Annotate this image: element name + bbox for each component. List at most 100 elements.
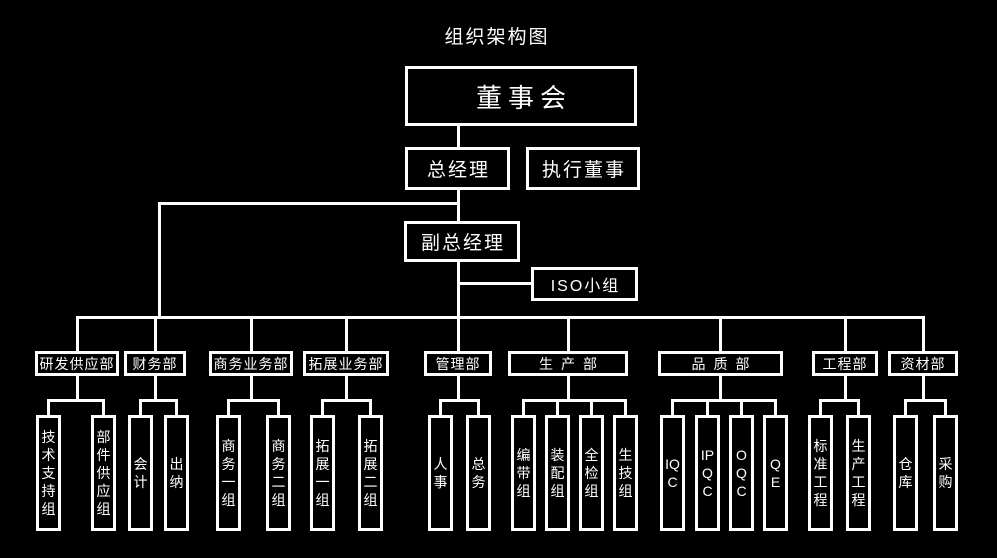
group-node-parts-supply: 部件供应组 <box>91 415 116 531</box>
connector-line <box>457 316 460 351</box>
group-node-qe: QE <box>763 415 788 531</box>
group-node-iqc: IQC <box>660 415 685 531</box>
group-node-warehouse: 仓库 <box>893 415 918 531</box>
group-node-purchasing: 采购 <box>933 415 958 531</box>
dept-node-admin: 管理部 <box>424 351 492 376</box>
dept-node-business: 商务业务部 <box>209 351 293 376</box>
node-general-manager: 总经理 <box>405 147 510 190</box>
connector-line <box>102 399 105 415</box>
connector-line <box>844 316 847 351</box>
connector-line <box>175 399 178 415</box>
dept-node-engineering: 工程部 <box>812 351 878 376</box>
connector-line <box>922 376 925 402</box>
connector-line <box>719 376 722 402</box>
connector-line <box>457 190 460 221</box>
group-node-production-tech: 生技组 <box>613 415 638 531</box>
group-label: 商务一组 <box>221 437 236 509</box>
group-node-hr: 人事 <box>428 415 453 531</box>
connector-line <box>139 399 142 415</box>
group-label: 装配组 <box>550 446 565 500</box>
connector-line <box>740 399 743 415</box>
group-label: 编带组 <box>516 446 531 500</box>
connector-line <box>567 316 570 351</box>
group-label: IPQC <box>700 446 715 500</box>
connector-line <box>321 399 372 402</box>
connector-line <box>522 399 525 415</box>
connector-line <box>227 399 230 415</box>
group-label: 出纳 <box>169 455 184 490</box>
connector-line <box>922 316 925 351</box>
connector-line <box>719 316 722 351</box>
node-executive-director: 执行董事 <box>526 147 640 190</box>
connector-line <box>624 399 627 415</box>
connector-line <box>439 399 442 415</box>
node-iso-group: ISO小组 <box>531 267 638 301</box>
chart-title: 组织架构图 <box>444 27 550 48</box>
group-node-expansion-1: 拓展一组 <box>310 415 335 531</box>
group-label: 拓展二组 <box>363 437 378 509</box>
connector-line <box>819 399 822 415</box>
group-label: IQC <box>665 455 680 490</box>
dept-node-quality: 品质部 <box>658 351 783 376</box>
node-deputy-general-manager: 副总经理 <box>404 221 520 262</box>
group-label: 生技组 <box>618 446 633 500</box>
connector-line <box>439 399 480 402</box>
connector-line <box>904 399 907 415</box>
connector-line <box>556 399 559 415</box>
group-label: OQC <box>736 446 747 500</box>
connector-line <box>457 376 460 402</box>
group-node-full-inspection: 全检组 <box>579 415 604 531</box>
connector-line <box>567 376 570 402</box>
group-label: 全检组 <box>584 446 599 500</box>
group-node-tech-support: 技术支持组 <box>36 415 61 531</box>
group-label: 生产工程 <box>851 437 866 509</box>
connector-line <box>857 399 860 415</box>
connector-line <box>904 399 947 402</box>
connector-line <box>47 399 105 402</box>
connector-line <box>819 399 860 402</box>
connector-line <box>844 376 847 402</box>
group-label: 部件供应组 <box>96 428 111 518</box>
group-label: 会计 <box>133 455 148 490</box>
group-node-assembly: 装配组 <box>545 415 570 531</box>
dept-node-finance: 财务部 <box>124 351 186 376</box>
group-node-production-engineering: 生产工程 <box>846 415 871 531</box>
dept-node-production: 生产部 <box>508 351 628 376</box>
connector-line <box>76 316 79 351</box>
connector-line <box>154 316 157 351</box>
group-node-general-affairs: 总务 <box>466 415 491 531</box>
group-label: 人事 <box>433 455 448 490</box>
node-board-of-directors: 董事会 <box>405 66 637 126</box>
connector-line <box>590 399 593 415</box>
dept-node-expansion: 拓展业务部 <box>303 351 389 376</box>
connector-line <box>277 399 280 415</box>
connector-line <box>76 316 925 319</box>
connector-line <box>369 399 372 415</box>
group-node-business-2: 商务二组 <box>266 415 291 531</box>
group-label: 采购 <box>938 455 953 490</box>
connector-line <box>457 262 460 319</box>
group-label: 标准工程 <box>813 437 828 509</box>
connector-line <box>522 399 627 402</box>
group-node-oqc: OQC <box>729 415 754 531</box>
connector-line <box>345 376 348 402</box>
connector-line <box>158 202 460 205</box>
connector-line <box>76 376 79 402</box>
group-node-accounting: 会计 <box>128 415 153 531</box>
connector-line <box>139 399 178 402</box>
connector-line <box>227 399 280 402</box>
group-node-business-1: 商务一组 <box>216 415 241 531</box>
connector-line <box>457 126 460 148</box>
connector-line <box>774 399 777 415</box>
group-node-ipqc: IPQC <box>695 415 720 531</box>
connector-line <box>47 399 50 415</box>
group-label: QE <box>770 455 781 490</box>
connector-line <box>250 376 253 402</box>
group-label: 技术支持组 <box>41 428 56 518</box>
connector-line <box>154 376 157 402</box>
group-label: 总务 <box>471 455 486 490</box>
group-label: 拓展一组 <box>315 437 330 509</box>
group-node-standard-engineering: 标准工程 <box>808 415 833 531</box>
connector-line <box>321 399 324 415</box>
